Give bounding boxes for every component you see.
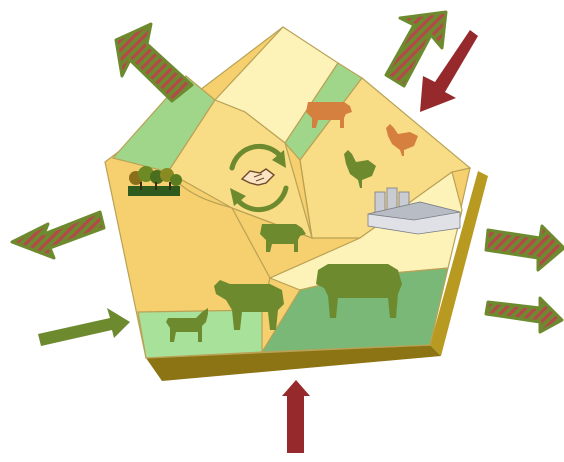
- inflow-arrow-bottom: [282, 380, 310, 453]
- outflow-arrow-left: [12, 212, 104, 258]
- outflow-arrow-right-upper: [486, 226, 564, 270]
- inflow-arrow-left: [38, 308, 130, 346]
- outflow-arrow-top-left: [116, 24, 192, 101]
- outflow-arrow-right-lower: [486, 298, 562, 332]
- outflow-arrow-top-right: [386, 12, 446, 86]
